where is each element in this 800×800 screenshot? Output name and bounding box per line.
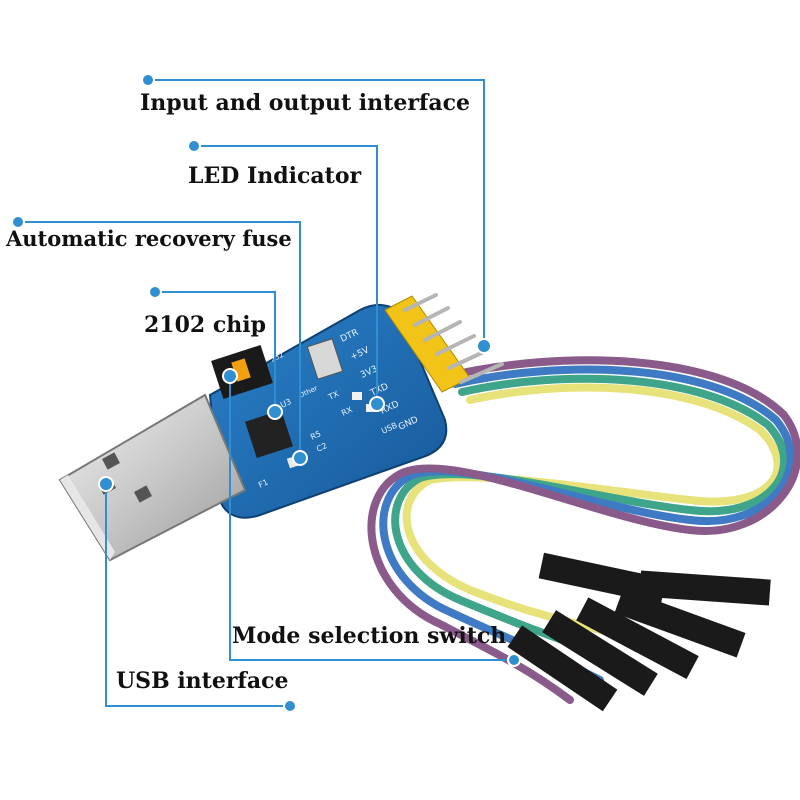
- dot-chip-start: [148, 285, 162, 299]
- callout-io-line: [148, 79, 485, 346]
- label-mode-selection-switch: Mode selection switch: [232, 623, 507, 649]
- dot-fuse-end: [292, 450, 308, 466]
- callout-mode-line: [229, 376, 514, 661]
- dot-led-end: [369, 396, 385, 412]
- callout-dots: [11, 73, 521, 713]
- silk-c2: C2: [315, 441, 328, 454]
- silk-f1: F1: [257, 478, 270, 490]
- callout-usb-line: [105, 484, 290, 707]
- pin-header: [384, 293, 504, 393]
- silk-rx: RX: [340, 405, 354, 418]
- silk-r5: R5: [309, 429, 322, 442]
- dot-usb-end: [283, 699, 297, 713]
- dot-fuse-start: [11, 215, 25, 229]
- dot-chip-end: [267, 404, 283, 420]
- dot-io-start: [141, 73, 155, 87]
- dot-led-start: [187, 139, 201, 153]
- label-automatic-recovery-fuse: Automatic recovery fuse: [6, 226, 292, 251]
- jumper-cable: [367, 356, 800, 704]
- dot-usb-start: [98, 476, 114, 492]
- callout-lines: [18, 79, 514, 707]
- pcb-board: DTR +5V 3V3 TXD RXD GND TX RX USB Other …: [208, 304, 448, 519]
- dot-mode-end: [507, 653, 521, 667]
- label-input-output-interface: Input and output interface: [140, 90, 471, 116]
- dot-io-end: [476, 338, 492, 354]
- callout-fuse-line: [18, 221, 301, 458]
- dot-mode-start: [222, 368, 238, 384]
- silk-u3: U3: [279, 397, 293, 410]
- label-led-indicator: LED Indicator: [188, 163, 362, 189]
- dupont-connectors: [507, 552, 771, 712]
- callout-chip-line: [155, 291, 276, 412]
- label-usb-interface: USB interface: [116, 668, 289, 694]
- callout-led-line: [194, 145, 378, 404]
- label-2102-chip: 2102 chip: [144, 312, 267, 338]
